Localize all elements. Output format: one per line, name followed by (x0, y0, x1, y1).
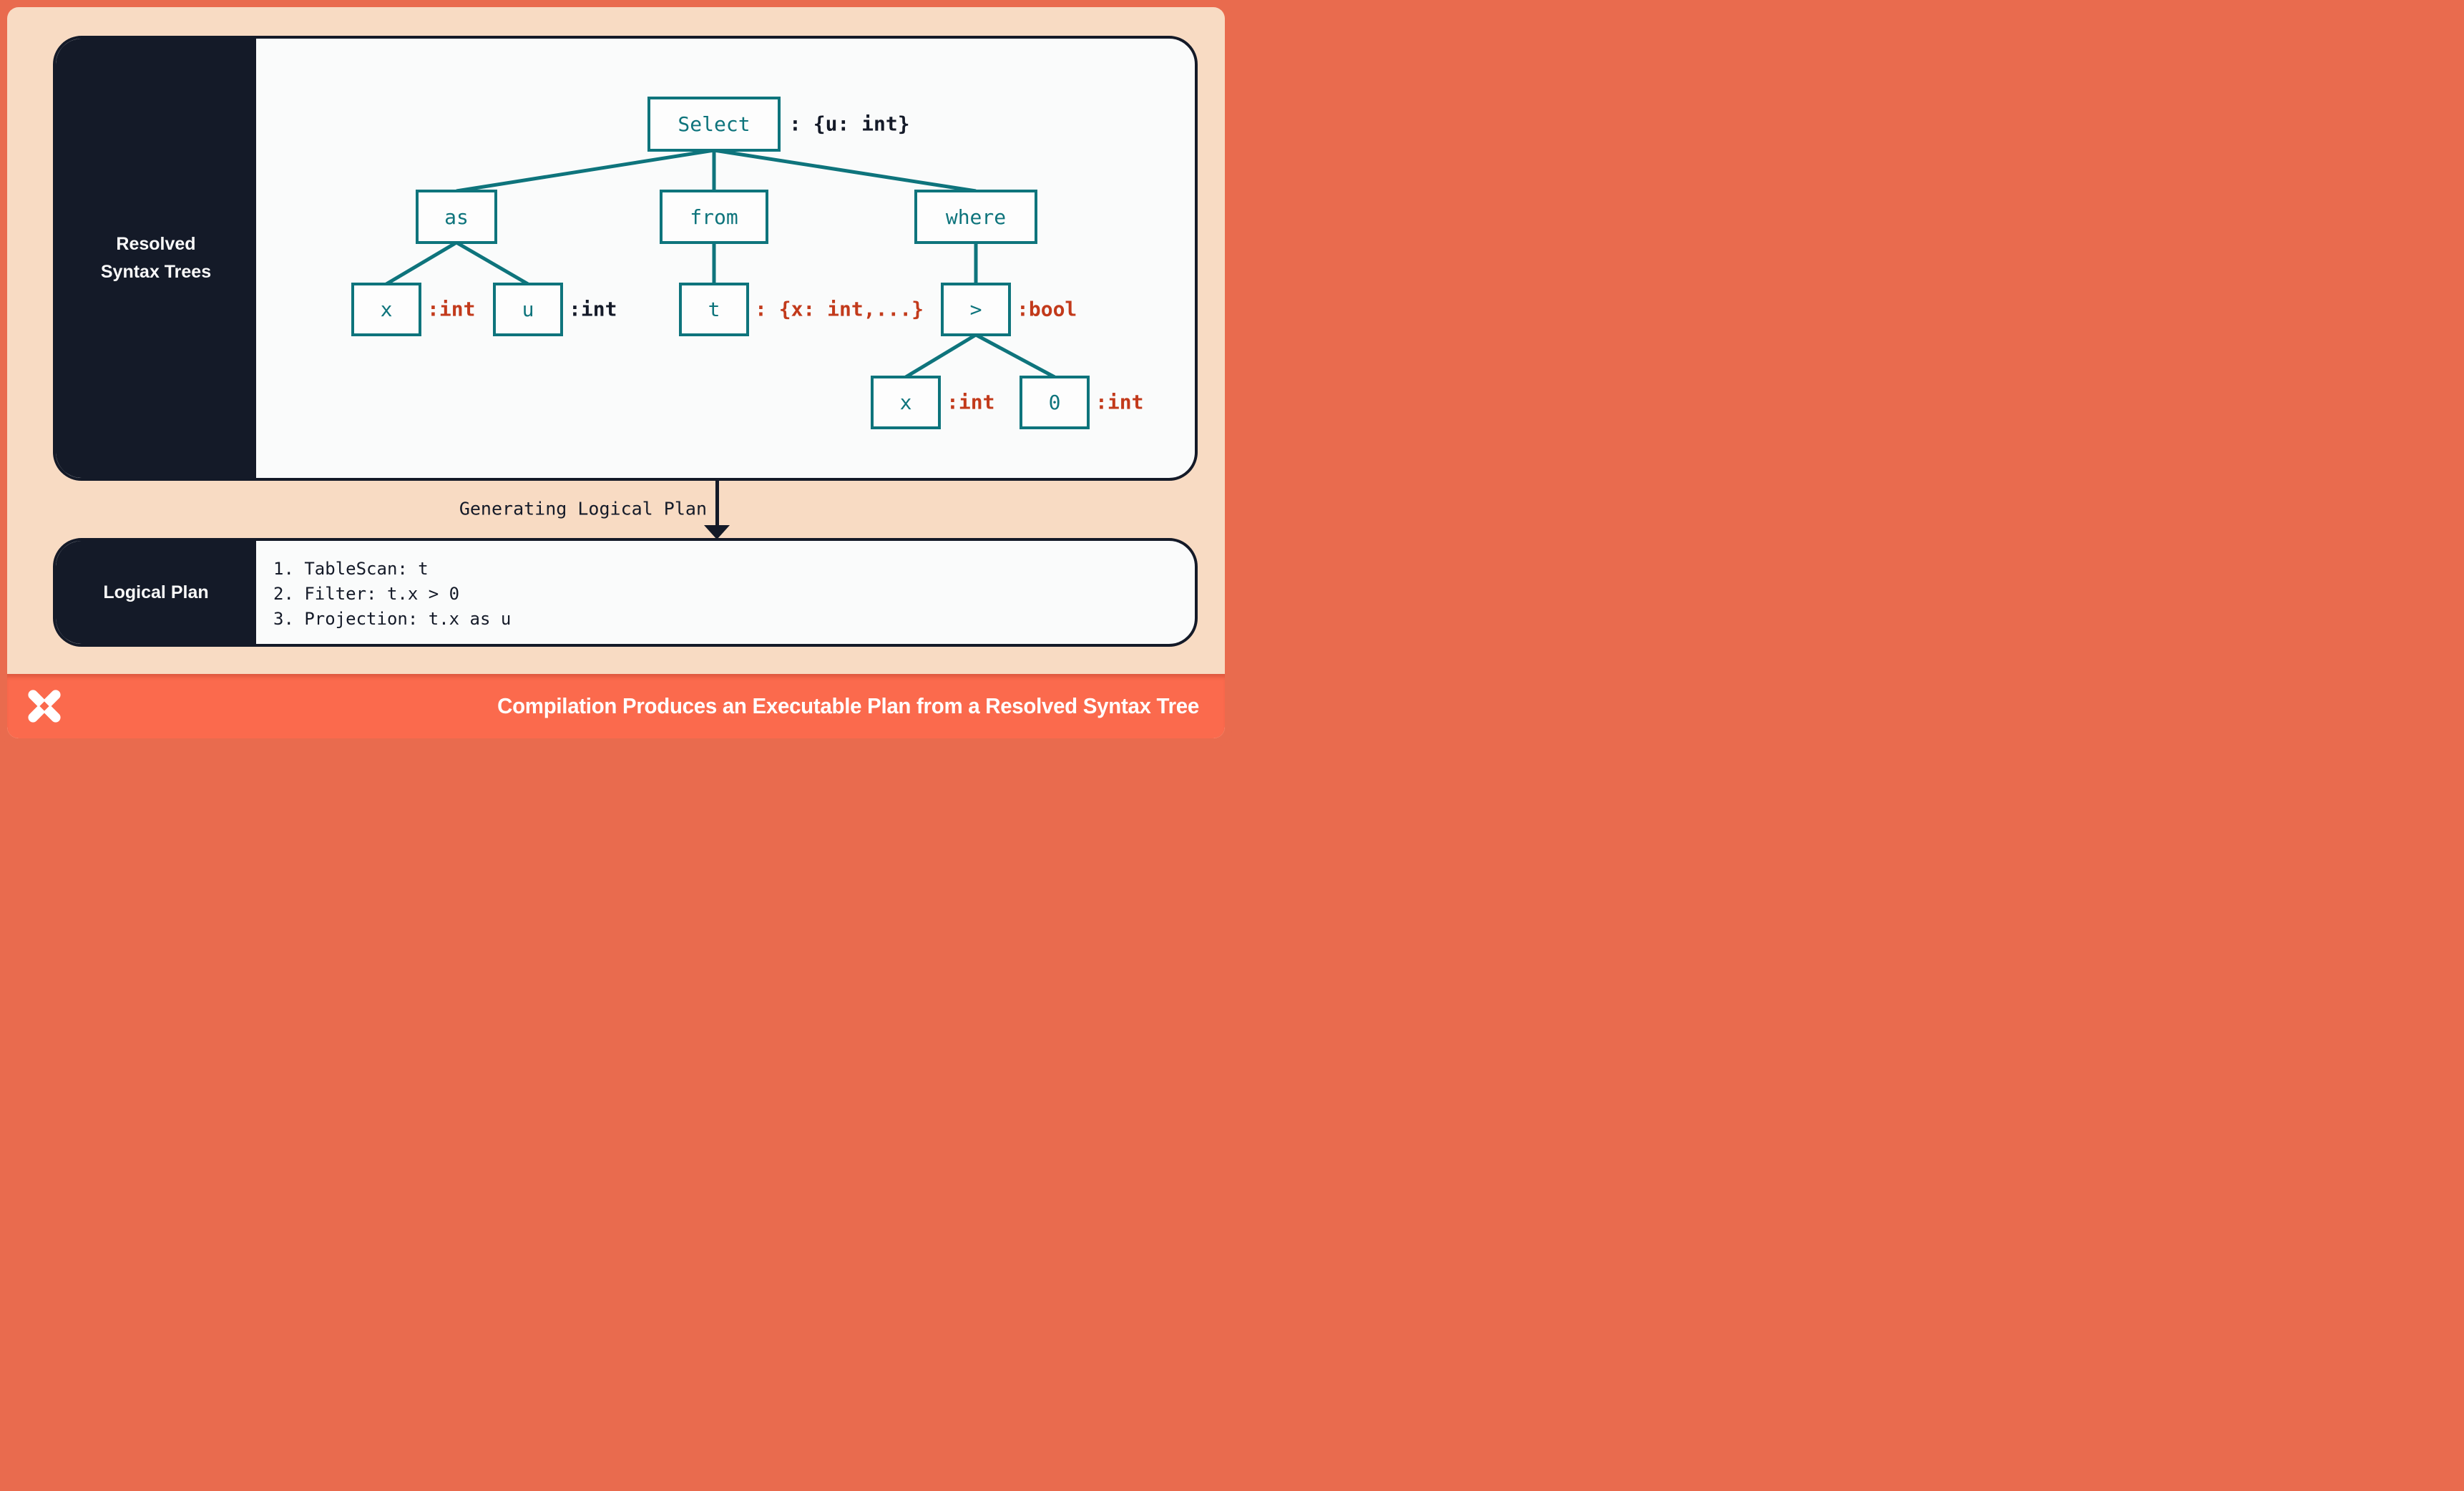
tree-node-label: x (380, 298, 393, 321)
tree-node-label: 0 (1048, 391, 1061, 414)
type-annotation-x-alias: :int (427, 297, 476, 321)
logical-plan-sidebar: Logical Plan (56, 541, 256, 644)
logical-plan-content: 1. TableScan: t 2. Filter: t.x > 0 3. Pr… (256, 541, 1195, 644)
tree-node-label: as (444, 205, 469, 229)
plan-step: 3. Projection: t.x as u (273, 609, 512, 629)
type-annotation-select: : {u: int} (789, 112, 910, 136)
down-arrow-icon (704, 525, 730, 539)
type-annotation-zero: :int (1095, 390, 1144, 414)
tree-edge (456, 148, 715, 193)
transition-label: Generating Logical Plan (459, 498, 707, 519)
tree-edge (974, 333, 1056, 379)
down-arrow-shaft (715, 481, 719, 527)
resolved-syntax-trees-panel: Resolved Syntax Trees (53, 36, 1198, 481)
tree-node-where: where (914, 190, 1037, 244)
plan-step: 1. TableScan: t (273, 559, 429, 579)
tree-edges (385, 148, 1056, 379)
footer-title: Compilation Produces an Executable Plan … (497, 693, 1199, 718)
tree-node-label: where (945, 205, 1007, 229)
tree-node-as: as (416, 190, 497, 244)
tree-node-t: t (679, 283, 749, 336)
tree-node-label: x (899, 391, 912, 414)
tree-node-zero: 0 (1020, 376, 1090, 429)
pinwheel-star-logo (28, 690, 61, 723)
syntax-tree-canvas: Select : {u: int} as from where x :int u (256, 39, 1195, 478)
logical-plan-list: 1. TableScan: t 2. Filter: t.x > 0 3. Pr… (256, 541, 1195, 632)
resolved-sidebar-label-line2: Syntax Trees (100, 262, 212, 282)
type-annotation-greater-than: :bool (1017, 297, 1077, 321)
tree-node-greater-than: > (941, 283, 1011, 336)
resolved-panel-sidebar: Resolved Syntax Trees (56, 39, 256, 478)
resolved-sidebar-label-line1: Resolved (116, 234, 196, 254)
footer-banner: Compilation Produces an Executable Plan … (7, 674, 1225, 738)
tree-node-label: Select (678, 112, 751, 136)
tree-node-select: Select (647, 97, 781, 152)
tree-edge (385, 240, 458, 286)
tree-node-u: u (493, 283, 563, 336)
logical-plan-sidebar-label: Logical Plan (103, 582, 209, 602)
tree-node-x-comparison: x (871, 376, 941, 429)
tree-node-from: from (660, 190, 768, 244)
type-annotation-x-comparison: :int (947, 390, 995, 414)
tree-edge (713, 148, 977, 193)
tree-node-label: t (708, 298, 720, 321)
tree-node-label: > (969, 298, 982, 321)
tree-node-label: from (690, 205, 738, 229)
type-annotation-t: : {x: int,...} (755, 297, 924, 321)
poster-background: Resolved Syntax Trees (7, 7, 1225, 738)
poster-frame: Resolved Syntax Trees (0, 0, 1232, 746)
tree-node-x-alias: x (351, 283, 421, 336)
logical-plan-panel: Logical Plan 1. TableScan: t 2. Filter: … (53, 538, 1198, 647)
type-annotation-u: :int (569, 297, 617, 321)
tree-edge (455, 240, 529, 286)
tree-edge (904, 333, 977, 379)
plan-step: 2. Filter: t.x > 0 (273, 584, 460, 604)
tree-node-label: u (522, 298, 534, 321)
